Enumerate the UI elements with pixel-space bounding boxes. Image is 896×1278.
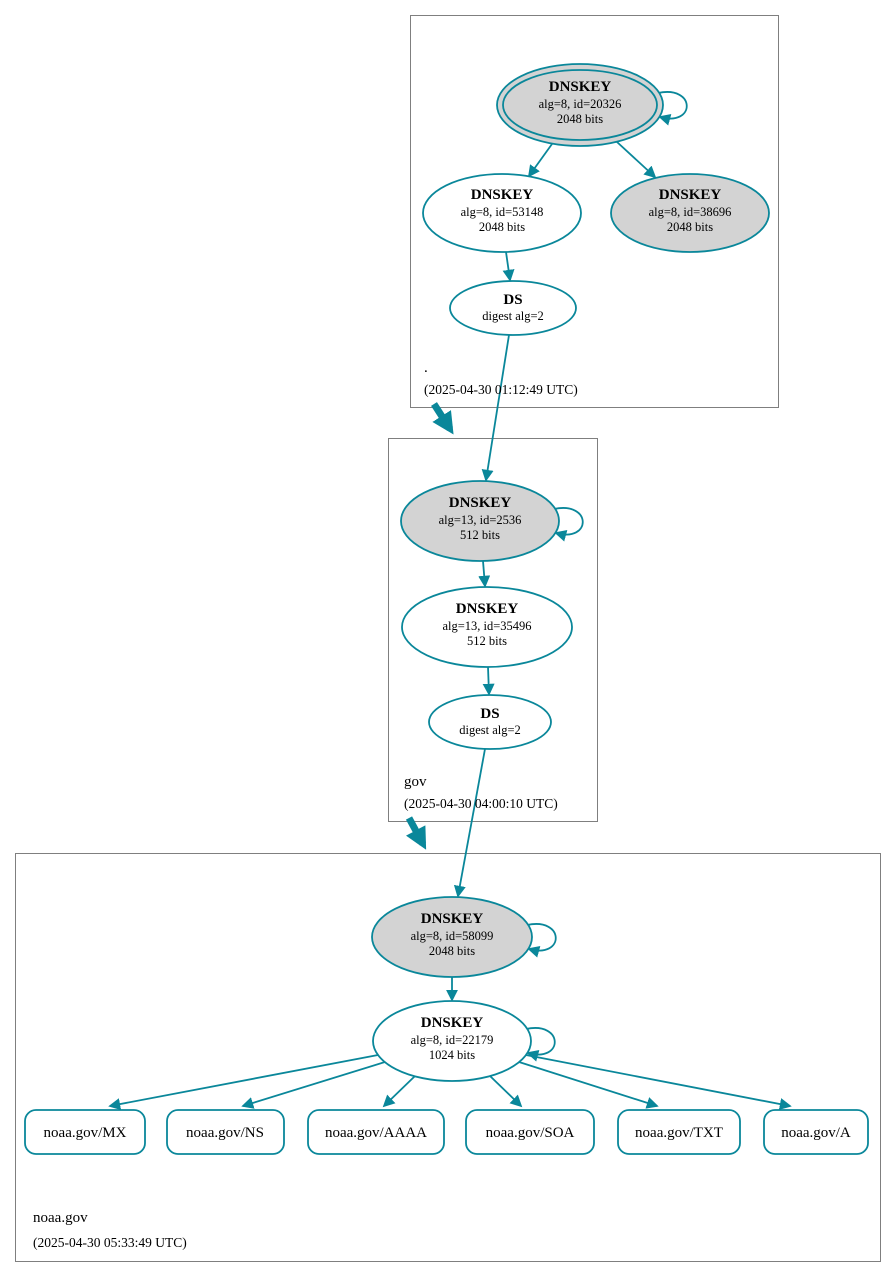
node-title: DNSKEY — [659, 187, 722, 203]
node-bits: 1024 bits — [429, 1048, 475, 1062]
node-title: DNSKEY — [471, 187, 534, 203]
rrset-label: noaa.gov/MX — [44, 1125, 127, 1141]
rrset-box — [617, 1109, 741, 1155]
rrset-label: noaa.gov/A — [781, 1125, 851, 1141]
edge-gov-ds-to-noaa-ksk — [453, 748, 486, 898]
rrset-box — [763, 1109, 869, 1155]
node-bits: 2048 bits — [557, 112, 603, 126]
node-attrs: alg=13, id=2536 — [439, 513, 522, 527]
edge-zsk-to-rrset-ns — [241, 1061, 386, 1109]
edge-noaa-ksk-self-loop — [526, 923, 557, 958]
node-title: DNSKEY — [421, 1015, 484, 1031]
node-attrs: alg=8, id=38696 — [649, 205, 732, 219]
rrset-noaa-gov-mx: noaa.gov/MX — [24, 1109, 146, 1155]
zone-root-label: . — [424, 360, 428, 376]
edge-zsk-to-rrset-aaaa — [382, 1075, 416, 1108]
edge-root-ksk-self-loop — [657, 91, 688, 126]
node-ellipse — [610, 173, 770, 253]
edge-zsk-to-rrset-a — [525, 1054, 792, 1110]
node-ellipse — [401, 586, 573, 668]
node-dnskey-38696: DNSKEY alg=8, id=38696 2048 bits — [610, 173, 770, 253]
edge-noaa-zsk-self-loop — [525, 1027, 556, 1062]
rrset-noaa-gov-aaaa: noaa.gov/AAAA — [307, 1109, 445, 1155]
node-ellipse — [372, 1000, 532, 1082]
edge-root-ksk-to-dnskey-38696 — [616, 141, 657, 179]
node-ellipse — [422, 173, 582, 253]
node-ellipse — [449, 280, 577, 336]
node-attrs: alg=8, id=53148 — [461, 205, 544, 219]
node-title: DS — [503, 292, 522, 308]
zone-gov-label: gov — [404, 774, 427, 790]
node-ellipse — [400, 480, 560, 562]
node-ellipse — [428, 694, 552, 750]
zone-noaa-gov-label: noaa.gov — [33, 1210, 88, 1226]
rrset-box — [24, 1109, 146, 1155]
rrset-label: noaa.gov/AAAA — [325, 1125, 427, 1141]
zone-gov-timestamp: (2025-04-30 04:00:10 UTC) — [404, 796, 558, 811]
zone-noaa-gov-timestamp: (2025-04-30 05:33:49 UTC) — [33, 1235, 187, 1250]
zone-root: DNSKEY alg=8, id=20326 2048 bits DNSKEY … — [422, 63, 770, 397]
node-attrs: digest alg=2 — [459, 723, 521, 737]
node-bits: 2048 bits — [479, 220, 525, 234]
ksk-inner-ellipse — [502, 69, 658, 141]
node-dnskey-22179: DNSKEY alg=8, id=22179 1024 bits — [372, 1000, 532, 1082]
node-dnskey-53148: DNSKEY alg=8, id=53148 2048 bits — [422, 173, 582, 253]
edge-root-ds-to-gov-ksk — [481, 334, 510, 482]
rrset-label: noaa.gov/NS — [186, 1125, 264, 1141]
node-title: DS — [480, 706, 499, 722]
edge-zone-root-to-gov — [431, 402, 454, 435]
edge-zsk-to-rrset-mx — [108, 1054, 379, 1110]
node-ds-gov: DS digest alg=2 — [428, 694, 552, 750]
edge-root-ksk-to-zsk — [527, 143, 553, 178]
rrset-noaa-gov-txt: noaa.gov/TXT — [617, 1109, 741, 1155]
node-attrs: digest alg=2 — [482, 309, 544, 323]
node-title: DNSKEY — [449, 495, 512, 511]
edge-gov-ksk-self-loop — [553, 507, 584, 542]
rrset-box — [465, 1109, 595, 1155]
node-attrs: alg=8, id=22179 — [411, 1033, 494, 1047]
edge-gov-zsk-to-ds — [482, 666, 495, 696]
rrset-noaa-gov-a: noaa.gov/A — [763, 1109, 869, 1155]
node-dnskey-2536-ksk: DNSKEY alg=13, id=2536 512 bits — [400, 480, 560, 562]
node-attrs: alg=13, id=35496 — [442, 619, 531, 633]
node-dnskey-20326-ksk: DNSKEY alg=8, id=20326 2048 bits — [496, 63, 664, 147]
rrset-box — [307, 1109, 445, 1155]
node-attrs: alg=8, id=58099 — [411, 929, 494, 943]
rrset-box — [166, 1109, 285, 1155]
node-dnskey-35496: DNSKEY alg=13, id=35496 512 bits — [401, 586, 573, 668]
rrset-noaa-gov-soa: noaa.gov/SOA — [465, 1109, 595, 1155]
ksk-outer-ellipse — [496, 63, 664, 147]
rrset-label: noaa.gov/TXT — [635, 1125, 723, 1141]
node-bits: 2048 bits — [667, 220, 713, 234]
node-attrs: alg=8, id=20326 — [539, 97, 622, 111]
node-bits: 512 bits — [460, 528, 500, 542]
rrset-label: noaa.gov/SOA — [486, 1125, 575, 1141]
node-ds-root: DS digest alg=2 — [449, 280, 577, 336]
node-bits: 512 bits — [467, 634, 507, 648]
zone-gov: DNSKEY alg=13, id=2536 512 bits DNSKEY a… — [400, 480, 573, 811]
zone-root-border — [410, 15, 779, 408]
edge-zsk-to-rrset-soa — [489, 1075, 523, 1108]
node-title: DNSKEY — [421, 911, 484, 927]
edge-zone-gov-to-noaa — [405, 816, 427, 850]
node-ellipse — [371, 896, 533, 978]
node-title: DNSKEY — [549, 79, 612, 95]
zone-root-timestamp: (2025-04-30 01:12:49 UTC) — [424, 382, 578, 397]
edge-gov-ksk-to-zsk — [478, 560, 491, 588]
zone-noaa-gov-border — [15, 853, 881, 1262]
node-title: DNSKEY — [456, 601, 519, 617]
node-bits: 2048 bits — [429, 944, 475, 958]
edge-zsk-to-rrset-txt — [518, 1061, 659, 1109]
edge-root-zsk-to-ds — [502, 251, 515, 282]
rrset-noaa-gov-ns: noaa.gov/NS — [166, 1109, 285, 1155]
node-dnskey-58099-ksk: DNSKEY alg=8, id=58099 2048 bits — [371, 896, 533, 978]
zone-noaa-gov: DNSKEY alg=8, id=58099 2048 bits DNSKEY … — [24, 896, 869, 1250]
